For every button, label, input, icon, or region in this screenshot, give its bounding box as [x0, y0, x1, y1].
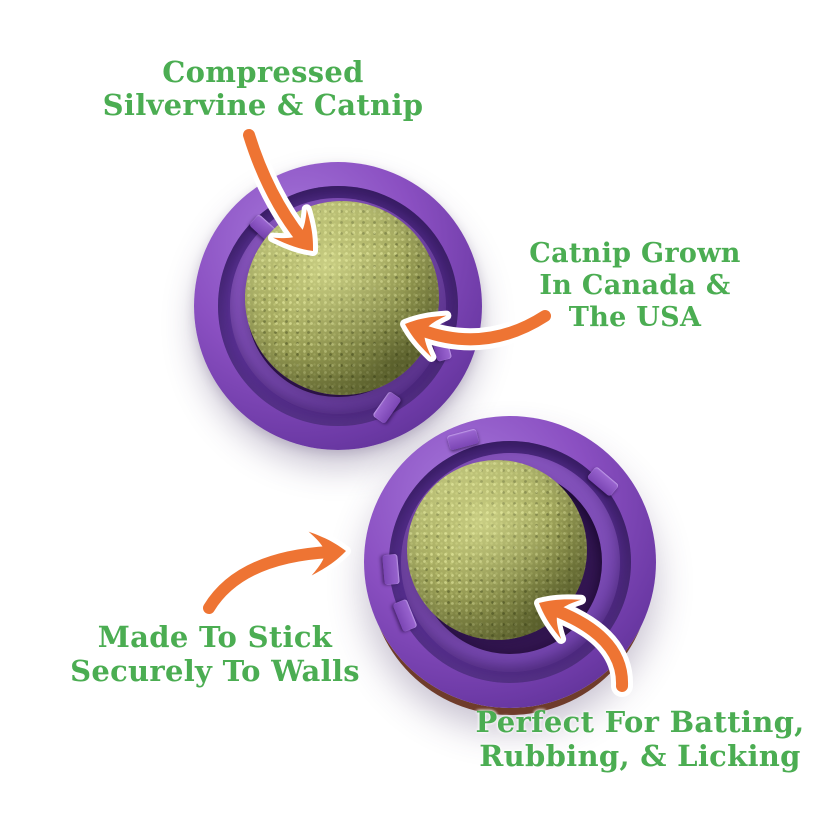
- callout-line: Perfect For Batting,: [475, 705, 805, 739]
- callout-line: Rubbing, & Licking: [479, 739, 801, 774]
- callout-line: Catnip Grown: [529, 238, 741, 269]
- catnip-ball-mount-bottom: [364, 416, 656, 708]
- callout-perfect-for-batting: Perfect For Batting, Rubbing, & Licking: [450, 705, 830, 773]
- callout-line: Securely To Walls: [70, 654, 360, 689]
- catnip-ball: [245, 201, 439, 395]
- callout-line: Silvervine & Catnip: [102, 88, 424, 123]
- callout-made-to-stick: Made To Stick Securely To Walls: [35, 620, 395, 688]
- catnip-ball: [407, 460, 587, 640]
- callout-line: In Canada &: [539, 269, 731, 301]
- callout-catnip-grown: Catnip Grown In Canada & The USA: [485, 238, 785, 334]
- callout-compressed-silvervine: Compressed Silvervine & Catnip: [68, 55, 458, 123]
- callout-line: Compressed: [162, 55, 364, 89]
- arrow-to-mount-edge-icon: [198, 526, 351, 619]
- callout-line: The USA: [568, 301, 702, 333]
- mount-clip-tab: [382, 553, 400, 586]
- catnip-ball-mount-top: [194, 162, 482, 450]
- callout-line: Made To Stick: [97, 620, 333, 654]
